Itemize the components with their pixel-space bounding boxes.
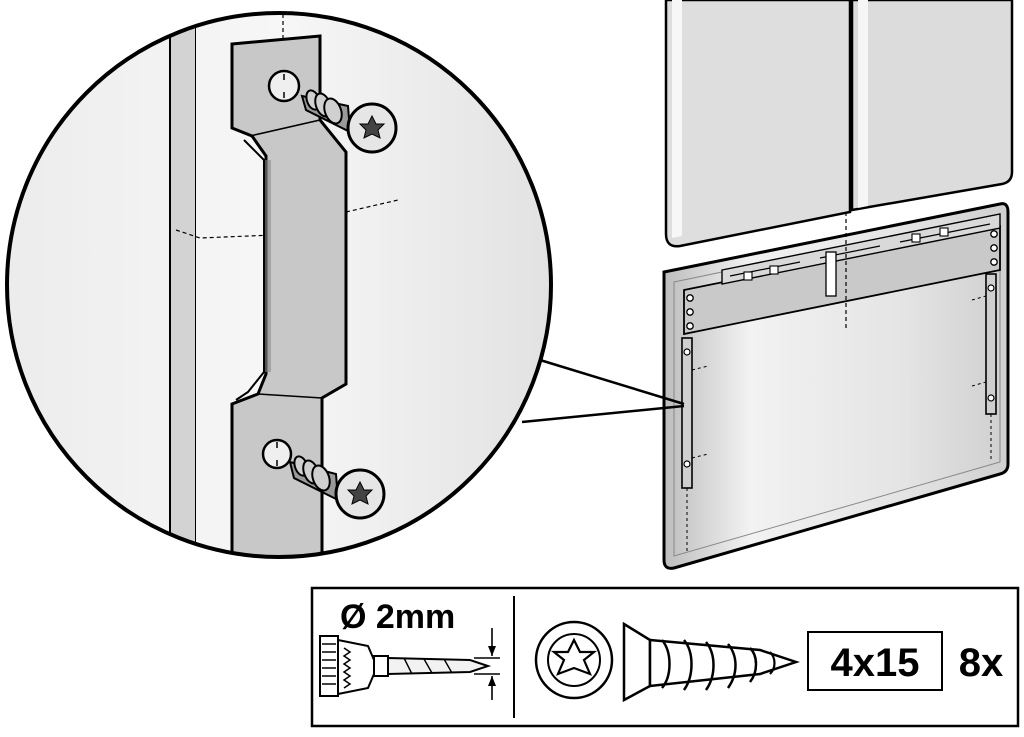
parts-legend: Ø 2mm xyxy=(310,586,1020,728)
screw-quantity-label: 8x xyxy=(959,641,1004,685)
hinge-rail xyxy=(683,212,1001,336)
drill-diameter-label: Ø 2mm xyxy=(340,598,455,636)
upper-screw-icon xyxy=(300,89,398,154)
lower-screw-icon xyxy=(288,455,386,520)
drill-bit-icon xyxy=(319,628,500,700)
panel-mounting-brackets xyxy=(681,273,997,552)
screw-size-label: 4x15 xyxy=(831,641,920,685)
appliance-doors xyxy=(664,0,1014,248)
screw-size-box xyxy=(807,631,943,691)
mounting-bracket xyxy=(230,34,348,557)
countersunk-torx-screw-icon xyxy=(622,621,800,703)
magnified-detail xyxy=(5,11,553,559)
torx-head-icon xyxy=(534,620,614,700)
magnifier-connector xyxy=(521,358,685,424)
